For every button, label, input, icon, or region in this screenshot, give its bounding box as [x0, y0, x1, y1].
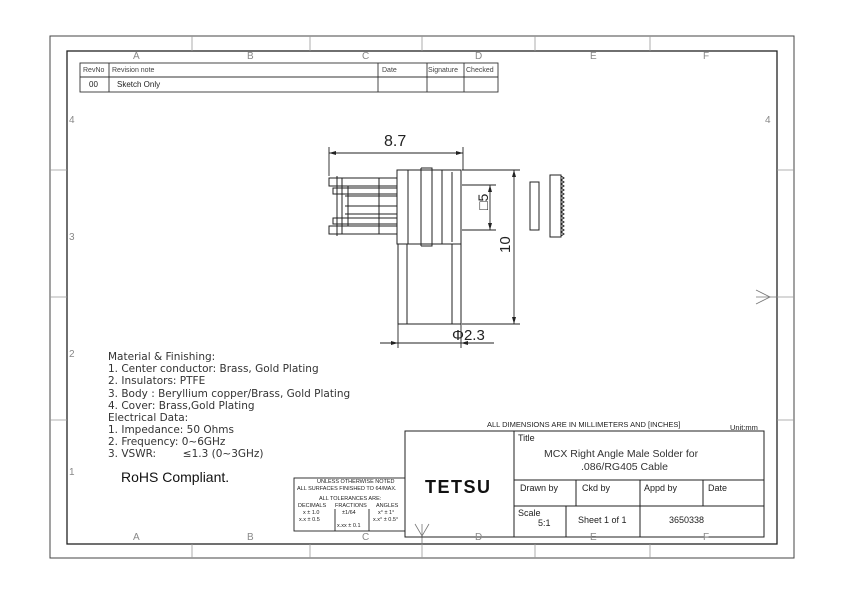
dimension-length: 8.7: [384, 133, 407, 150]
tolerance-angle: x.x° ± 0.5°: [373, 517, 399, 523]
dimension-arrows: [329, 151, 516, 345]
scale-label: Scale: [518, 508, 541, 518]
electrical-item: 2. Frequency: 0~6GHz: [108, 436, 226, 448]
zone-label-bottom: C: [362, 532, 370, 543]
tolerance-angle: x° ± 1°: [378, 510, 395, 516]
rev-header-date: Date: [382, 67, 397, 74]
tolerance-fraction: ±1/64: [342, 510, 356, 516]
title-label: Title: [518, 433, 535, 443]
rev-header-revno: RevNo: [83, 67, 105, 74]
dimension-lines: [328, 147, 520, 348]
zone-dividers: [50, 36, 794, 558]
zone-label-bottom: A: [133, 532, 140, 543]
zone-label-top: B: [247, 51, 254, 62]
rev-row-note: Sketch Only: [117, 80, 161, 89]
material-item: 1. Center conductor: Brass, Gold Plating: [108, 363, 319, 375]
connector-drawing: [328, 167, 565, 325]
zone-label-right: 4: [765, 115, 771, 126]
zone-label-bottom: E: [590, 532, 597, 543]
tolerance-block-grid: [293, 477, 406, 532]
company-name: TETSU: [425, 477, 492, 497]
zone-label-top: E: [590, 51, 597, 62]
material-item: 4. Cover: Brass,Gold Plating: [108, 400, 255, 412]
material-item: 2. Insulators: PTFE: [108, 375, 206, 387]
tolerance-line: ALL SURFACES FINISHED TO 64/MAX.: [297, 486, 397, 492]
electrical-heading: Electrical Data:: [108, 412, 189, 424]
zone-label-top: F: [703, 51, 710, 62]
zone-label-top: A: [133, 51, 140, 62]
part-number: 3650338: [669, 515, 705, 525]
tolerance-line: UNLESS OTHERWISE NOTED: [317, 479, 395, 485]
zone-label-bottom: D: [475, 532, 483, 543]
centering-marks: [414, 289, 777, 544]
revision-table-grid: [79, 62, 499, 93]
rohs-statement: RoHS Compliant.: [121, 469, 230, 485]
tolerance-decimal: x.xx ± 0.1: [337, 523, 361, 529]
dimension-square: □5: [475, 193, 491, 210]
zone-label-top: C: [362, 51, 370, 62]
unit-label: Unit:mm: [730, 423, 758, 432]
title-line-1: MCX Right Angle Male Solder for: [544, 448, 699, 460]
zone-label-left: 2: [69, 349, 75, 360]
sheet-number: Sheet 1 of 1: [578, 515, 627, 525]
rev-row-number: 00: [89, 80, 98, 89]
material-heading: Material & Finishing:: [108, 351, 216, 363]
zone-label-left: 4: [69, 115, 75, 126]
zone-label-left: 1: [69, 467, 75, 478]
tolerance-col-fractions: FRACTIONS: [335, 503, 367, 509]
title-line-2: .086/RG405 Cable: [581, 461, 668, 473]
scale-value: 5:1: [538, 518, 551, 528]
zone-label-top: D: [475, 51, 483, 62]
rev-header-checked: Checked: [466, 67, 494, 74]
rev-header-signature: Signature: [428, 67, 458, 74]
tolerance-col-angles: ANGLES: [376, 503, 399, 509]
tolerance-line: ALL TOLERANCES ARE:: [319, 496, 382, 502]
ckd-by-label: Ckd by: [582, 483, 611, 493]
electrical-item: 3. VSWR: ≤1.3 (0~3GHz): [108, 448, 264, 460]
zone-label-left: 3: [69, 232, 75, 243]
zone-label-bottom: B: [247, 532, 254, 543]
tolerance-decimal: x ± 1.0: [303, 510, 320, 516]
dimensions-note: ALL DIMENSIONS ARE IN MILLIMETERS AND [I…: [487, 420, 681, 429]
tolerance-decimal: x.x ± 0.5: [299, 517, 320, 523]
dimension-height: 10: [497, 236, 514, 253]
tolerance-col-decimals: DECIMALS: [298, 503, 327, 509]
electrical-item: 1. Impedance: 50 Ohms: [108, 424, 234, 436]
zone-label-bottom: F: [703, 532, 710, 543]
date-label: Date: [708, 483, 728, 493]
material-item: 3. Body : Beryllium copper/Brass, Gold P…: [108, 388, 351, 400]
drawn-by-label: Drawn by: [520, 483, 559, 493]
rev-header-note: Revision note: [112, 67, 155, 74]
dimension-diameter: Φ2.3: [452, 327, 485, 344]
appd-by-label: Appd by: [644, 483, 678, 493]
